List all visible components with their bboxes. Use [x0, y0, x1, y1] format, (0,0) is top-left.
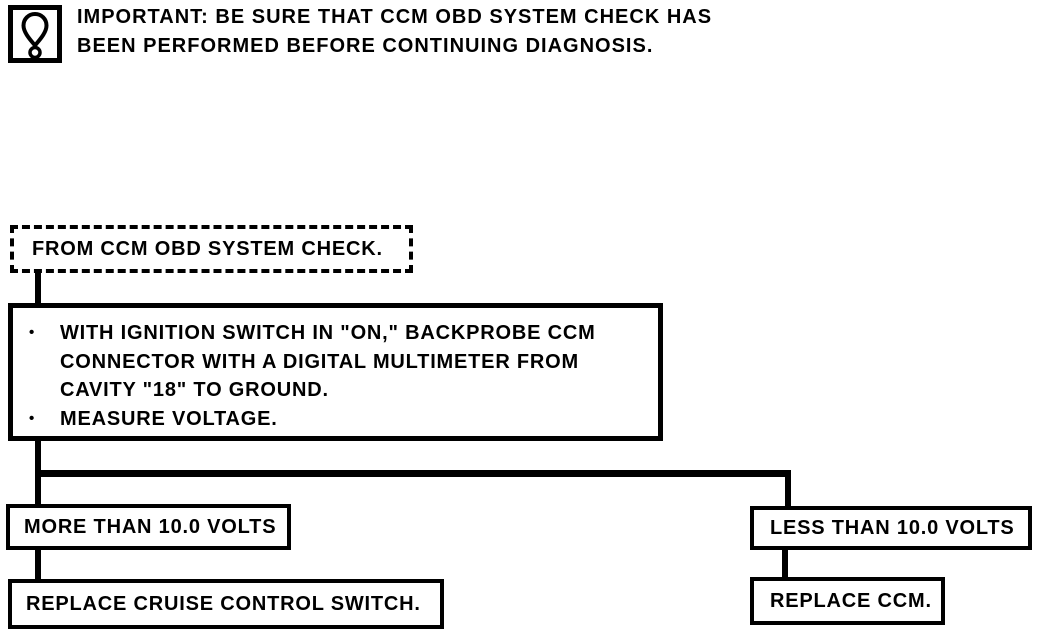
connector-branch-horizontal	[35, 470, 791, 477]
bullet-dot-icon: •	[29, 409, 36, 427]
bullet-indent	[29, 348, 60, 377]
entry-box-from-ccm-obd-check: FROM CCM OBD SYSTEM CHECK.	[10, 225, 413, 273]
important-notice-text: IMPORTANT: BE SURE THAT CCM OBD SYSTEM C…	[77, 3, 712, 61]
result-box-replace-cruise-control-switch: REPLACE CRUISE CONTROL SWITCH.	[8, 579, 444, 629]
action-bullet-1-line-1: • WITH IGNITION SWITCH IN "ON," BACKPROB…	[29, 319, 648, 348]
notice-line-2: BEEN PERFORMED BEFORE CONTINUING DIAGNOS…	[77, 35, 654, 57]
connector-less-to-result	[782, 549, 788, 579]
connector-more-to-result	[35, 550, 41, 581]
entry-box-label: FROM CCM OBD SYSTEM CHECK.	[32, 237, 383, 260]
action-bullet-1-line-3: CAVITY "18" TO GROUND.	[29, 376, 648, 405]
action-bullet-1-line-2: CONNECTOR WITH A DIGITAL MULTIMETER FROM	[29, 348, 648, 377]
connector-to-right-branch	[785, 470, 791, 508]
notice-line-1: IMPORTANT: BE SURE THAT CCM OBD SYSTEM C…	[77, 6, 713, 28]
bullet-indent	[29, 376, 60, 405]
bullet-dot-icon: •	[29, 324, 36, 341]
connector-entry-to-action	[35, 270, 41, 305]
condition-box-more-than-10-volts: MORE THAN 10.0 VOLTS	[6, 504, 291, 550]
condition-box-less-than-10-volts: LESS THAN 10.0 VOLTS	[750, 506, 1032, 550]
exclamation-important-icon	[8, 5, 62, 63]
action-bullet-2-line-1: • MEASURE VOLTAGE.	[29, 405, 648, 434]
result-box-replace-ccm: REPLACE CCM.	[750, 577, 945, 625]
action-box-backprobe-and-measure: • WITH IGNITION SWITCH IN "ON," BACKPROB…	[8, 303, 663, 441]
